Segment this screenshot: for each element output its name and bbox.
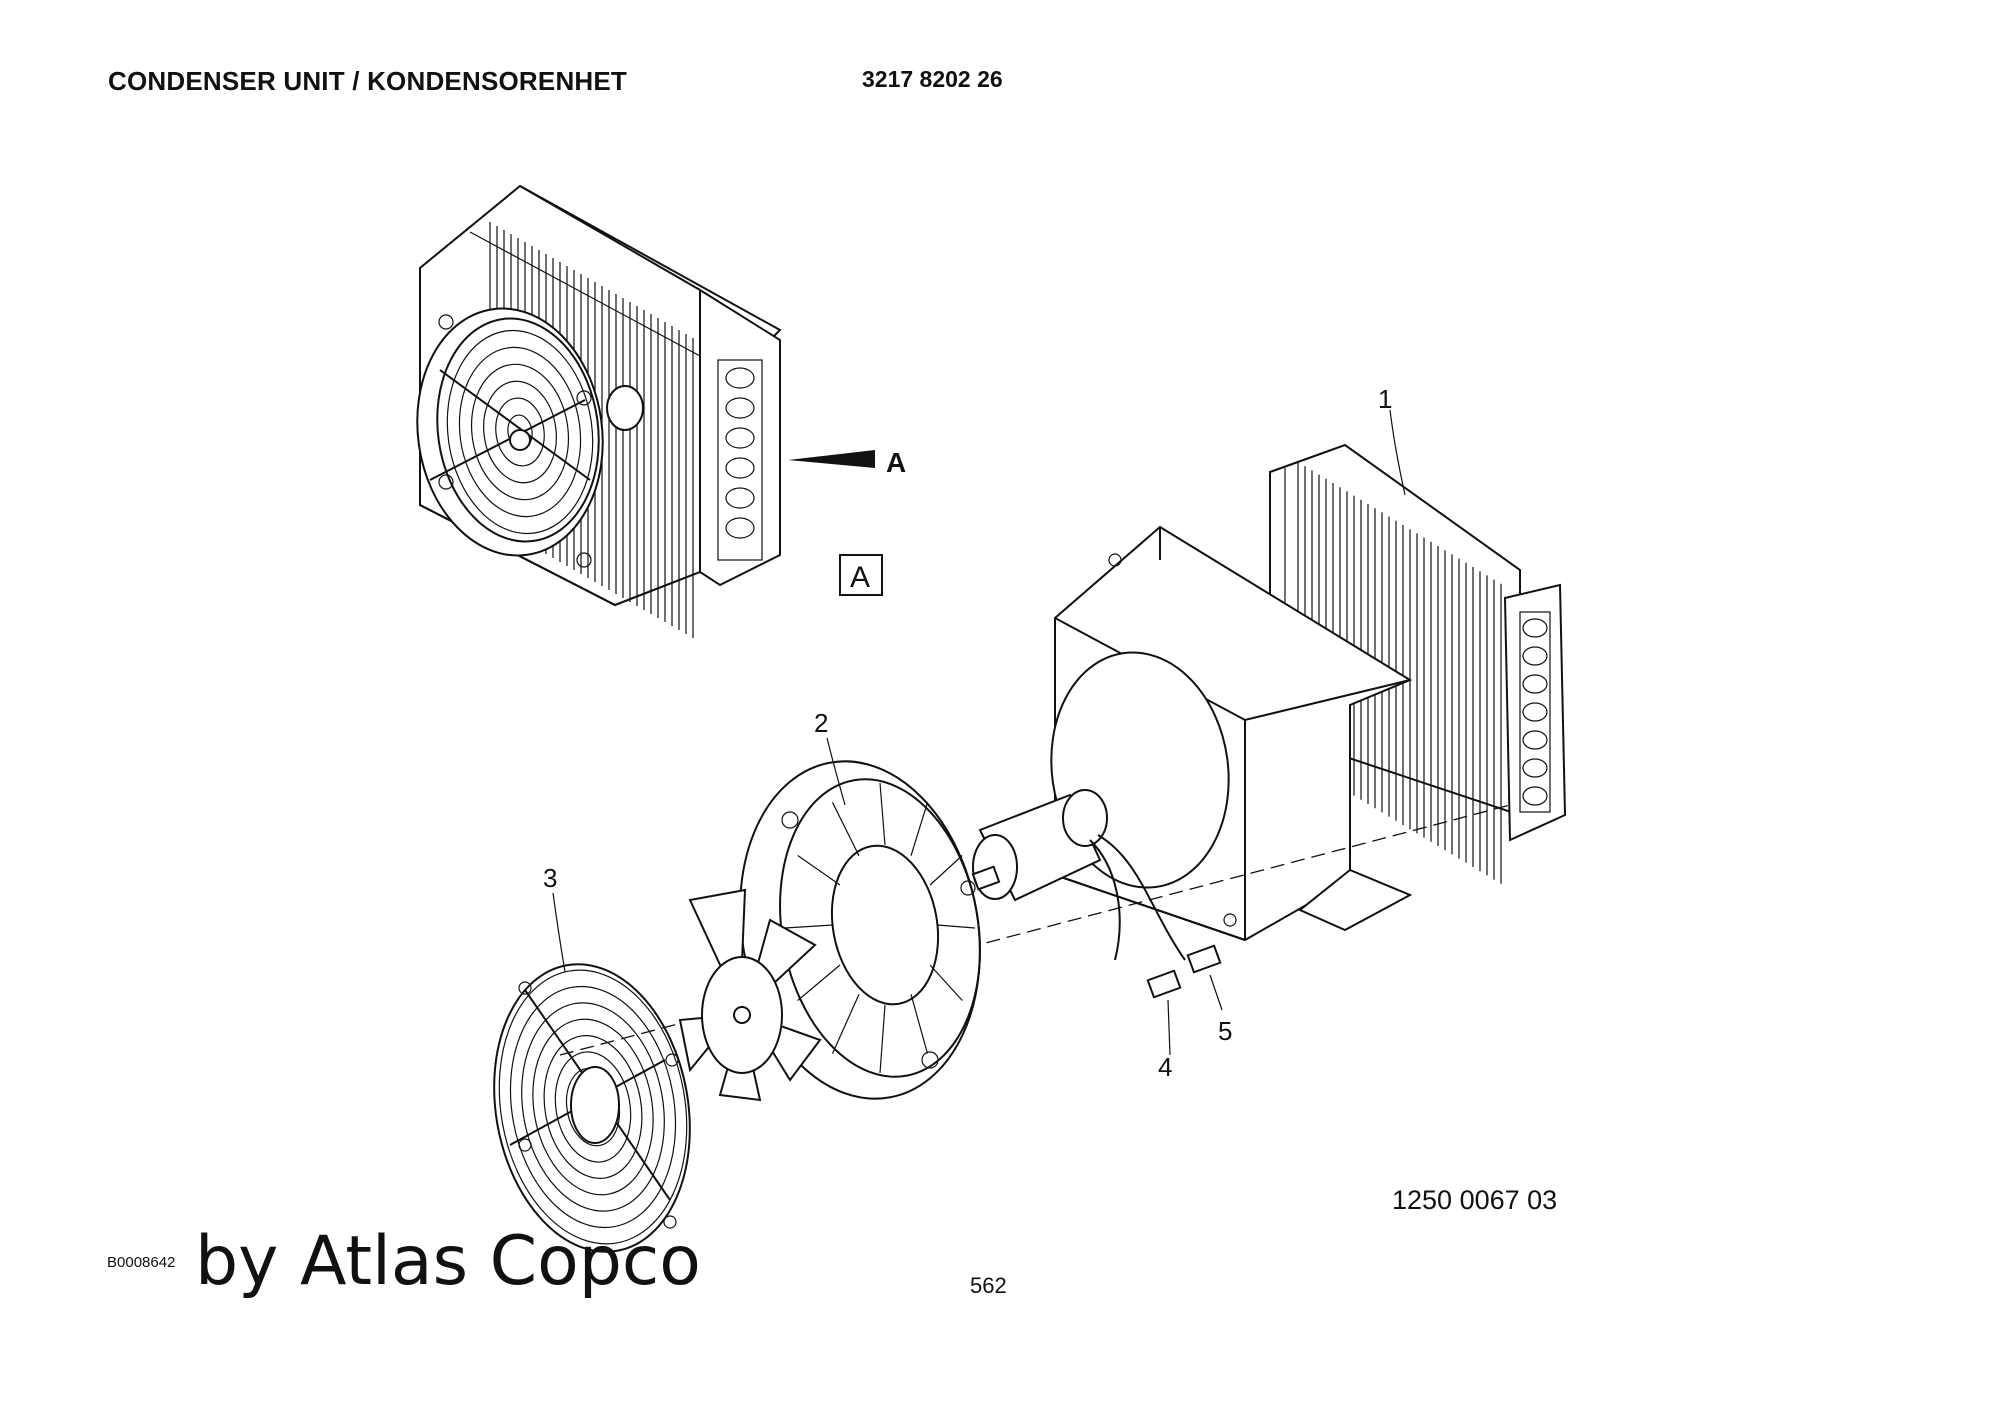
- callout-5: 5: [1218, 1016, 1232, 1046]
- callout-2: 2: [814, 708, 828, 738]
- callout-1: 1: [1378, 384, 1392, 414]
- page-title: CONDENSER UNIT / KONDENSORENHET: [108, 66, 628, 96]
- fan-motor: [971, 789, 1222, 999]
- connector-5: [1186, 944, 1222, 974]
- view-arrow-label: A: [886, 447, 906, 478]
- connector-4: [1146, 969, 1182, 999]
- view-box-label: A: [850, 561, 870, 594]
- image-code: B0008642: [107, 1254, 176, 1271]
- part-number: 3217 8202 26: [862, 66, 1003, 92]
- callout-3: 3: [543, 863, 557, 893]
- figure-code: 1250 0067 03: [1392, 1185, 1558, 1215]
- part-3-fan-guard: [493, 963, 691, 1253]
- view-box: [839, 554, 883, 596]
- fan-impeller: [678, 888, 822, 1102]
- callout-4: 4: [1158, 1052, 1172, 1082]
- view-arrow-icon: [788, 450, 875, 468]
- page-number: 562: [970, 1273, 1007, 1298]
- watermark: by Atlas Copco: [195, 1222, 701, 1301]
- assembled-condenser-unit: [416, 184, 782, 638]
